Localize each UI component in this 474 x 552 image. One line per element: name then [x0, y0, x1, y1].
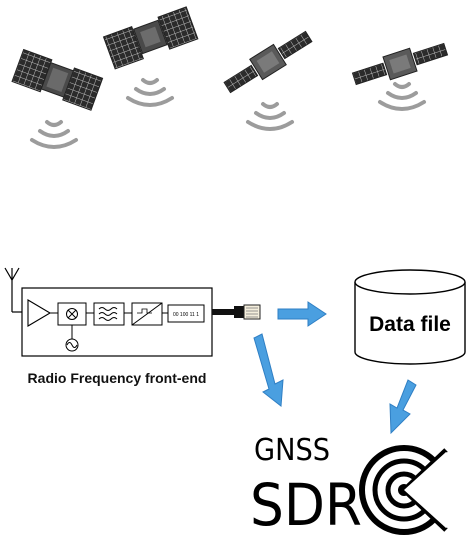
satellite-icon [102, 6, 199, 70]
logo-gnss-text: GNSS [254, 433, 330, 468]
cylinder-database-icon [354, 269, 466, 365]
digital-output-box [167, 304, 205, 323]
adc-icon [131, 302, 163, 326]
arrow-data-to-sdr [389, 379, 417, 435]
filter-icon [93, 302, 125, 326]
mixer-icon [57, 302, 87, 326]
amplifier-icon [27, 299, 52, 327]
rf-frontend: 00 100 11 1 Radio Frequency front-end [4, 267, 261, 386]
signal-waves-icon [378, 82, 426, 111]
bits-label: 00 100 11 1 [173, 312, 199, 318]
cable-connector-icon [212, 304, 261, 320]
satellite-icon [223, 30, 313, 94]
oscillator-icon [65, 338, 79, 352]
signal-waves-icon [30, 120, 78, 149]
satellite-icon [351, 42, 449, 86]
data-file-label: Data file [369, 313, 451, 336]
gnss-sdr-logo: GNSS SDR [250, 433, 471, 539]
satellite-icon [11, 48, 104, 111]
signal-waves-icon [126, 78, 174, 107]
signal-waves-icon [246, 102, 294, 131]
arrow-to-gnss-sdr [253, 333, 284, 407]
arrow-to-data-file [277, 301, 327, 327]
rf-frontend-label: Radio Frequency front-end [28, 370, 207, 386]
radar-icon [359, 445, 471, 535]
logo-sdr-text: SDR [250, 471, 362, 539]
